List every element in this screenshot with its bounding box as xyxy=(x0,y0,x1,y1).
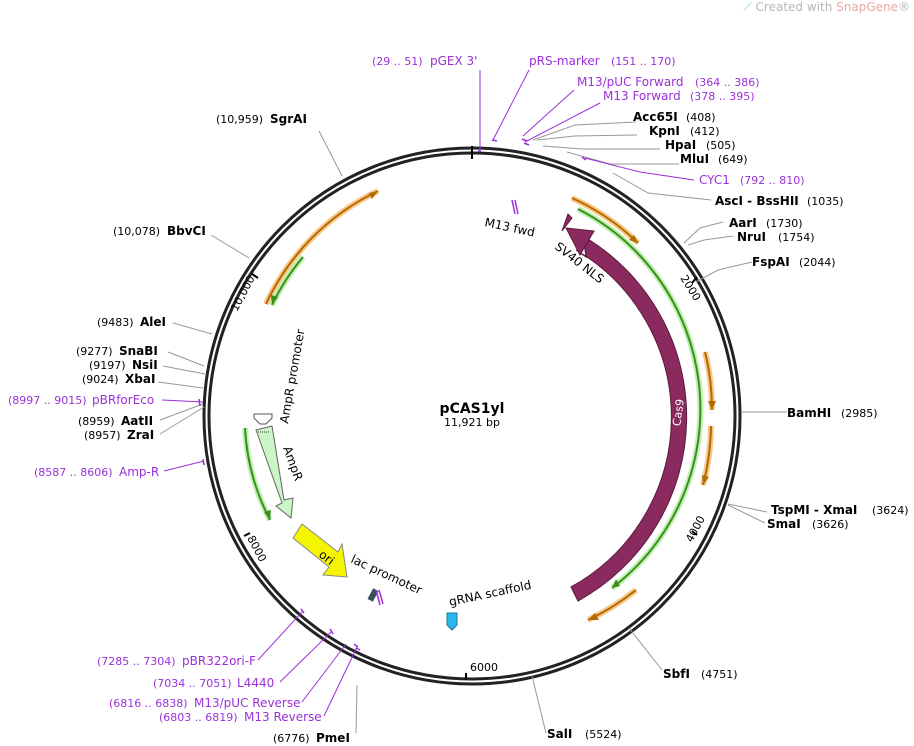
ori-arrow xyxy=(292,523,348,578)
orf-arcs xyxy=(263,188,716,623)
enzyme-alei: (9483)AleI xyxy=(97,315,166,329)
plasmid-size: 11,921 bp xyxy=(444,416,500,429)
primer-l4440: (7034 .. 7051)L4440 xyxy=(153,676,274,690)
enzyme-zrai: (8957)ZraI xyxy=(84,428,154,442)
enzyme-aari: AarI(1730) xyxy=(729,216,803,230)
enzyme-kpni: KpnI(412) xyxy=(649,124,720,138)
enzyme-bamhi: BamHI(2985) xyxy=(787,406,878,420)
grna-arrow xyxy=(446,612,458,631)
primer-m13-puc-forward: M13/pUC Forward(364 .. 386) xyxy=(577,75,760,89)
primer-cyc1: CYC1(792 .. 810) xyxy=(699,173,805,187)
tick-10000 xyxy=(251,273,259,279)
ampr-label: AmpR xyxy=(280,444,305,482)
plasmid-name: pCAS1yl xyxy=(440,401,505,417)
enzyme-mlui: MluI(649) xyxy=(680,152,748,166)
cas9-label: Cas9 xyxy=(670,398,687,427)
orf-top-left xyxy=(265,190,379,305)
primer-leader-lines xyxy=(161,69,695,717)
ampr-promoter-label: AmpR promoter xyxy=(277,328,307,424)
enzyme-sali: SalI(5524) xyxy=(547,727,622,741)
ampr-feature: AmpR AmpR promoter xyxy=(253,328,308,519)
primer-m13-forward: M13 Forward(378 .. 395) xyxy=(603,89,755,103)
primer-amp-r: (8587 .. 8606)Amp-R xyxy=(34,465,159,479)
primer-pbrforeco: (8997 .. 9015)pBRforEco xyxy=(8,393,154,407)
enzyme-hpai: HpaI(505) xyxy=(665,138,736,152)
tick-2000 xyxy=(691,276,698,284)
grna-scaffold-label: gRNA scaffold xyxy=(448,578,533,609)
ampr-promoter-arrow xyxy=(253,413,273,425)
sv40-nls-mark xyxy=(561,213,573,232)
cas9-arrow xyxy=(570,235,688,602)
enzyme-sbfi: SbfI(4751) xyxy=(663,667,738,681)
watermark-suffix: ® xyxy=(898,0,910,14)
tick-label-6000: 6000 xyxy=(470,661,498,674)
lac-promoter-label: lac promoter xyxy=(349,552,425,597)
watermark-brand: SnapGene xyxy=(836,0,898,14)
tick-label-2000: 2000 xyxy=(677,273,703,304)
orf-green-cas9 xyxy=(577,208,702,589)
m13-fwd-feature xyxy=(511,199,519,215)
enzyme-sgrai: (10,959)SgrAI xyxy=(216,112,307,126)
snapgene-logo-icon: ⟋ xyxy=(743,0,752,14)
primer-prs-marker: pRS-marker(151 .. 170) xyxy=(529,54,676,68)
primer-pbr322ori-f: (7285 .. 7304)pBR322ori-F xyxy=(97,654,256,668)
enzyme-leader-lines xyxy=(157,121,787,734)
primer-pgex3: (29 .. 51)pGEX 3' xyxy=(372,54,477,68)
position-ticks: 2000 4000 6000 8000 10,000 xyxy=(228,146,708,680)
tick-8000 xyxy=(243,532,251,537)
enzyme-acc65i: Acc65I(408) xyxy=(633,110,716,124)
tick-4000 xyxy=(691,530,698,536)
cas9-feature: Cas9 xyxy=(561,213,688,602)
enzyme-asci-bsshii: AscI - BssHII(1035) xyxy=(715,194,844,208)
enzyme-aatii: (8959)AatII xyxy=(78,414,153,428)
primer-m13-reverse: (6803 .. 6819)M13 Reverse xyxy=(159,710,322,724)
primer-m13-puc-reverse: (6816 .. 6838)M13/pUC Reverse xyxy=(109,696,301,710)
tick-label-8000: 8000 xyxy=(244,533,269,564)
enzyme-pmei: (6776)PmeI xyxy=(273,731,350,745)
grna-feature xyxy=(446,612,458,631)
ori-feature: ori xyxy=(292,523,348,578)
enzyme-nrui: NruI(1754) xyxy=(737,230,815,244)
m13-fwd-label: M13 fwd xyxy=(483,215,536,239)
ampr-arrow xyxy=(255,425,294,519)
watermark: ⟋ Created with SnapGene® xyxy=(743,0,910,15)
enzyme-bbvci: (10,078)BbvCI xyxy=(113,224,206,238)
enzyme-labels-left: (10,959)SgrAI (10,078)BbvCI (9483)AleI (… xyxy=(76,112,350,745)
green-orf-arcs xyxy=(242,206,704,591)
enzyme-tspmi-xmai: TspMI - XmaI(3624) xyxy=(771,503,909,517)
enzyme-snabi: (9277)SnaBI xyxy=(76,344,158,358)
lac-promoter-feature xyxy=(367,588,384,606)
enzyme-xbai: (9024)XbaI xyxy=(82,372,155,386)
cas9-arrow-head xyxy=(565,227,595,257)
primer-marks xyxy=(198,138,587,651)
enzyme-fspai: FspAI(2044) xyxy=(752,255,836,269)
watermark-prefix: Created with xyxy=(755,0,837,14)
enzyme-smai: SmaI(3626) xyxy=(767,517,849,531)
enzyme-labels-right: Acc65I(408) KpnI(412) HpaI(505) MluI(649… xyxy=(547,110,909,741)
enzyme-nsii: (9197)NsiI xyxy=(89,358,158,372)
primer-labels: (29 .. 51)pGEX 3' pRS-marker(151 .. 170)… xyxy=(8,54,805,724)
